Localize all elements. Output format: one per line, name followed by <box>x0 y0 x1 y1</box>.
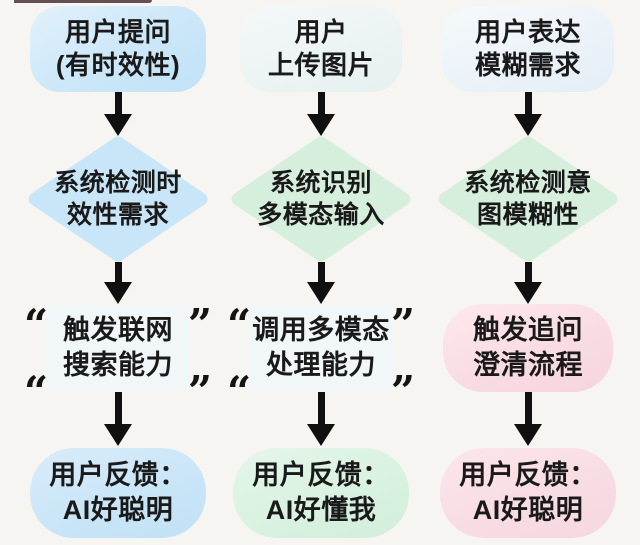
detect-multimodal-diamond: 系统识别 多模态输入 <box>230 136 412 262</box>
detect-ambiguity-line2: 图模糊性 <box>476 201 579 229</box>
user-vague-line2: 模糊需求 <box>474 50 581 80</box>
user-vague-line1: 用户表达 <box>474 16 581 47</box>
feedback-line1: 用户反馈： <box>252 460 390 491</box>
quote-backdrop <box>46 306 190 390</box>
column-multimodal: 用户 上传图片 系统识别 多模态输入 “ ” “ ” 调用多模态 <box>220 0 422 545</box>
column-clarification: 用户表达 模糊需求 系统检测意 图模糊性 触发追问 澄清流程 <box>422 0 634 545</box>
user-upload-box: 用户 上传图片 <box>240 6 402 92</box>
detect-ambiguity-line1: 系统检测意 <box>464 169 592 197</box>
clarify-line1: 触发追问 <box>473 315 583 346</box>
open-quote-icon: “ <box>24 366 49 416</box>
detect-timeliness-line2: 效性需求 <box>66 201 169 229</box>
clarify-line2: 澄清流程 <box>473 350 583 380</box>
detect-multimodal-line1: 系统识别 <box>269 169 372 197</box>
feedback-line1: 用户反馈： <box>49 460 187 491</box>
multimodal-line2: 处理能力 <box>266 350 376 380</box>
close-quote-icon: ” <box>390 366 415 416</box>
user-question-box: 用户提问 (有时效性) <box>30 6 206 92</box>
feedback-line2: AI好聪明 <box>62 495 174 525</box>
down-arrow-icon <box>514 262 542 304</box>
clarify-capability-pill: 触发追问 澄清流程 <box>443 304 613 392</box>
close-quote-icon: ” <box>187 300 212 349</box>
quote-backdrop <box>249 306 393 390</box>
multimodal-line1: 调用多模态 <box>252 315 390 346</box>
down-arrow-icon <box>104 392 132 446</box>
close-quote-icon: ” <box>187 366 212 416</box>
detect-ambiguity-diamond: 系统检测意 图模糊性 <box>437 136 619 262</box>
clarify-capability-pill-wrap: 触发追问 澄清流程 <box>436 304 620 392</box>
down-arrow-icon <box>307 262 335 304</box>
web-search-line2: 搜索能力 <box>63 350 173 380</box>
user-feedback-pill: 用户反馈： AI好懂我 <box>233 448 409 538</box>
diamond-shape-icon <box>28 136 208 262</box>
detect-timeliness-diamond: 系统检测时 效性需求 <box>27 136 209 262</box>
feedback-line2: AI好聪明 <box>472 495 584 525</box>
user-upload-line1: 用户 <box>294 16 348 47</box>
down-arrow-icon <box>104 262 132 304</box>
detect-multimodal-line2: 多模态输入 <box>257 201 385 229</box>
feedback-line2: AI好懂我 <box>265 495 377 525</box>
open-quote-icon: “ <box>24 300 49 349</box>
diamond-shape-icon <box>231 136 411 262</box>
down-arrow-icon <box>514 92 542 136</box>
user-question-line1: 用户提问 <box>64 16 171 47</box>
open-quote-icon: “ <box>227 366 252 416</box>
diamond-shape-icon <box>438 136 618 262</box>
multimodal-capability-quote: “ ” “ ” 调用多模态 处理能力 <box>227 300 415 412</box>
down-arrow-icon <box>104 92 132 136</box>
crop-artifact-line <box>14 0 152 3</box>
down-arrow-icon <box>307 92 335 136</box>
detect-timeliness-line1: 系统检测时 <box>54 169 182 197</box>
down-arrow-icon <box>514 392 542 446</box>
web-search-line1: 触发联网 <box>63 315 173 346</box>
web-search-capability-quote: “ ” “ ” 触发联网 搜索能力 <box>24 300 212 412</box>
user-vague-need-box: 用户表达 模糊需求 <box>442 6 614 92</box>
user-feedback-pill: 用户反馈： AI好聪明 <box>30 448 206 538</box>
down-arrow-icon <box>307 392 335 446</box>
close-quote-icon: ” <box>390 300 415 349</box>
user-upload-line2: 上传图片 <box>267 50 374 80</box>
feedback-line1: 用户反馈： <box>459 460 597 491</box>
column-web-search: 用户提问 (有时效性) 系统检测时 效性需求 “ ” “ ” 触 <box>16 0 220 545</box>
open-quote-icon: “ <box>227 300 252 349</box>
user-feedback-pill: 用户反馈： AI好聪明 <box>440 448 616 538</box>
user-question-line2: (有时效性) <box>55 50 181 80</box>
